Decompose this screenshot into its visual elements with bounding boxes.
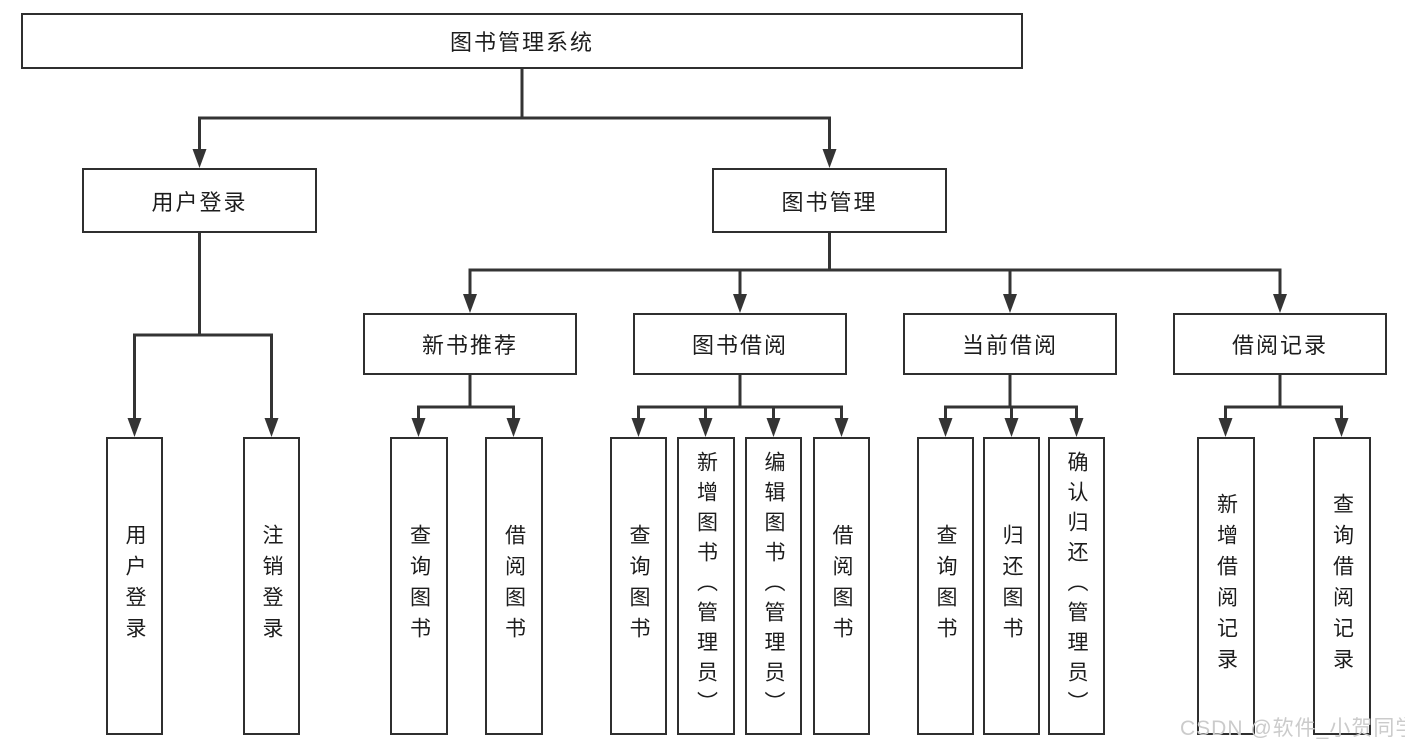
node-library-management-system: 图书管理系统 <box>21 13 1023 69</box>
node-book-management: 图书管理 <box>712 168 947 233</box>
node-current-borrowing: 当前借阅 <box>903 313 1117 375</box>
leaf-borrow-books-borrowing: 借阅图书 <box>813 437 870 735</box>
leaf-add-borrow-record: 新增借阅记录 <box>1197 437 1255 735</box>
node-borrowing-records: 借阅记录 <box>1173 313 1387 375</box>
csdn-watermark: CSDN @软件_小贺同学 <box>1180 717 1405 740</box>
leaf-borrow-books-recommend: 借阅图书 <box>485 437 543 735</box>
node-user-login: 用户登录 <box>82 168 317 233</box>
leaf-edit-books-admin: 编辑图书（管理员） <box>745 437 802 735</box>
leaf-query-borrow-record: 查询借阅记录 <box>1313 437 1371 735</box>
leaf-return-books: 归还图书 <box>983 437 1040 735</box>
leaf-logout-login: 注销登录 <box>243 437 300 735</box>
node-new-book-recommendation: 新书推荐 <box>363 313 577 375</box>
leaf-query-books-borrowing: 查询图书 <box>610 437 667 735</box>
leaf-confirm-return-admin: 确认归还（管理员） <box>1048 437 1105 735</box>
leaf-query-books-current: 查询图书 <box>917 437 974 735</box>
leaf-add-books-admin: 新增图书（管理员） <box>677 437 735 735</box>
leaf-user-login: 用户登录 <box>106 437 163 735</box>
leaf-query-books-recommend: 查询图书 <box>390 437 448 735</box>
node-book-borrowing: 图书借阅 <box>633 313 847 375</box>
